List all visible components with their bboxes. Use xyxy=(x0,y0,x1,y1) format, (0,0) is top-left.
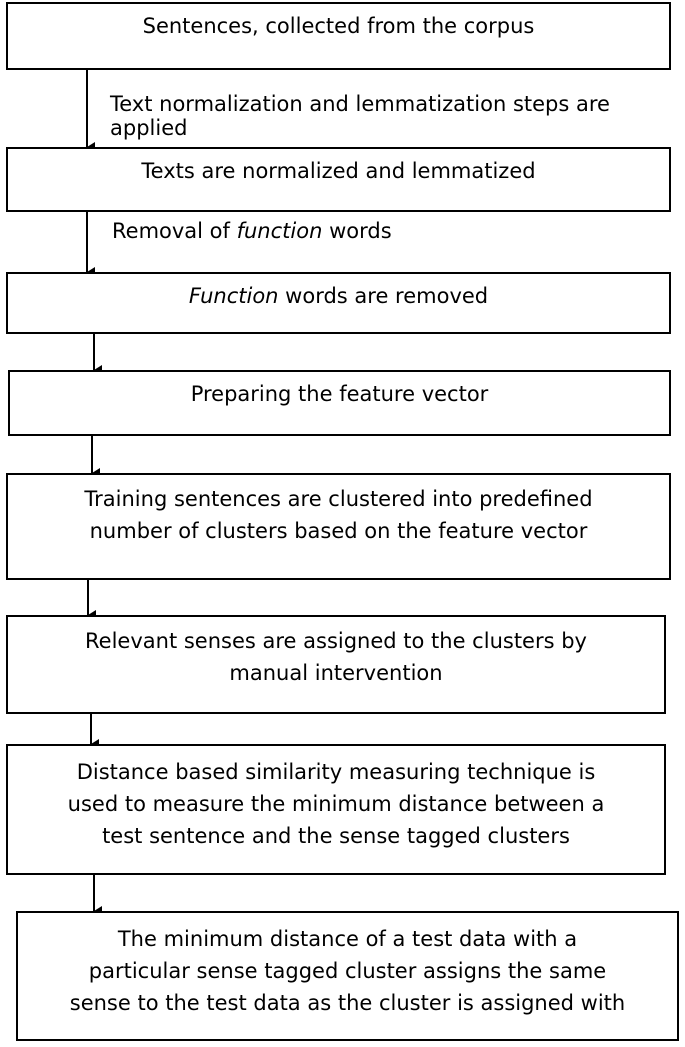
step-2-text: Texts are normalized and lemmatized xyxy=(141,159,536,183)
edge-label-2-before: Removal of xyxy=(112,219,237,243)
edge-label-2-after: words xyxy=(322,219,392,243)
step-4-box: Preparing the feature vector xyxy=(8,370,671,436)
step-4-text: Preparing the feature vector xyxy=(190,382,489,406)
step-2-box: Texts are normalized and lemmatized xyxy=(6,147,671,212)
step-7-line-3: test sentence and the sense tagged clust… xyxy=(102,824,570,848)
edge-label-1: Text normalization and lemmatization ste… xyxy=(110,92,610,140)
step-3-rest: words are removed xyxy=(278,284,489,308)
step-3-text: Function words are removed xyxy=(8,280,669,312)
step-6-line-2: manual intervention xyxy=(229,661,443,685)
step-7-line-2: used to measure the minimum distance bet… xyxy=(67,792,605,816)
edge-label-2: Removal of function words xyxy=(112,219,392,243)
step-3-italic: Function xyxy=(188,284,279,308)
step-5-line-1: Training sentences are clustered into pr… xyxy=(84,487,593,511)
step-6-box: Relevant senses are assigned to the clus… xyxy=(6,615,666,714)
step-1-text: Sentences, collected from the corpus xyxy=(142,14,535,38)
step-5-line-2: number of clusters based on the feature … xyxy=(89,519,588,543)
edge-label-2-italic: function xyxy=(236,219,323,243)
edge-label-1-line-2: applied xyxy=(110,116,188,140)
step-7-box: Distance based similarity measuring tech… xyxy=(6,744,666,875)
step-6-line-1: Relevant senses are assigned to the clus… xyxy=(85,629,587,653)
step-8-box: The minimum distance of a test data with… xyxy=(16,911,679,1041)
step-7-line-1: Distance based similarity measuring tech… xyxy=(76,760,596,784)
step-3-box: Function words are removed xyxy=(6,272,671,334)
step-5-box: Training sentences are clustered into pr… xyxy=(6,473,671,580)
step-8-line-3: sense to the test data as the cluster is… xyxy=(69,991,626,1015)
step-8-line-1: The minimum distance of a test data with… xyxy=(117,927,578,951)
step-1-box: Sentences, collected from the corpus xyxy=(6,2,671,70)
edge-label-1-line-1: Text normalization and lemmatization ste… xyxy=(110,92,610,116)
step-8-line-2: particular sense tagged cluster assigns … xyxy=(88,959,607,983)
